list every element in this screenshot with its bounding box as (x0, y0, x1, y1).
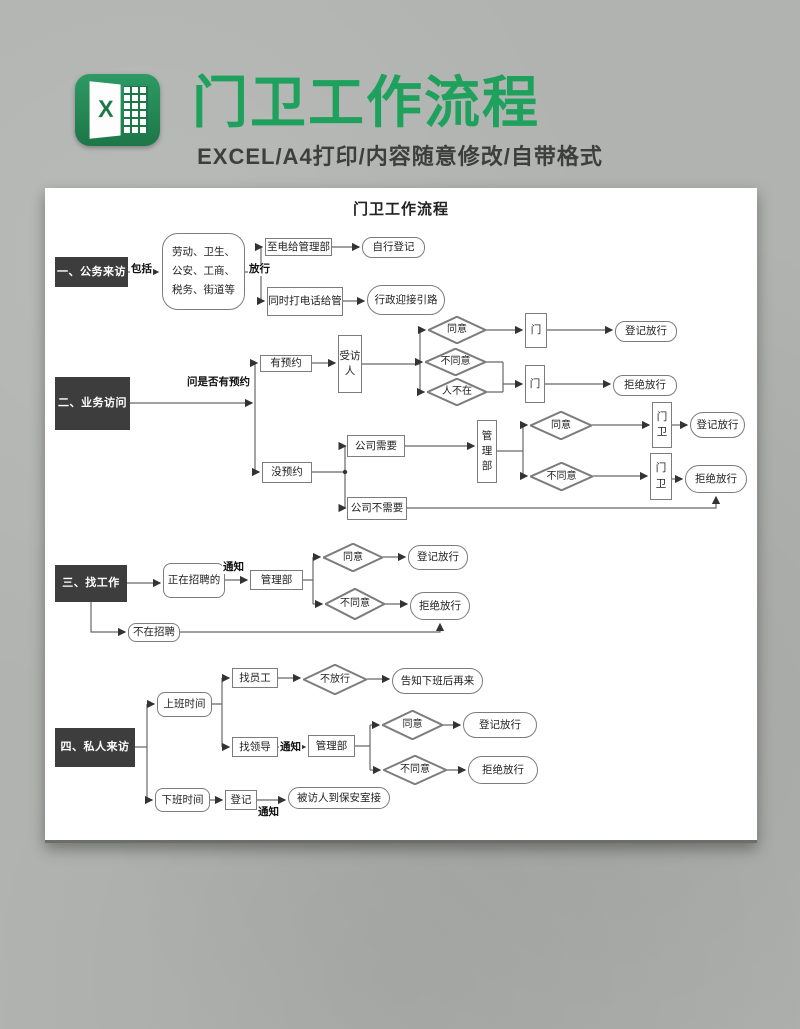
terminal-register-pass-1: 登记放行 (615, 321, 677, 342)
section3-header: 三、找工作 (55, 565, 127, 602)
decision-label: 同意 (343, 551, 363, 563)
node-seek-employee: 找员工 (232, 668, 278, 688)
decision-label: 不同意 (400, 764, 430, 776)
terminal-deny-pass-3: 拒绝放行 (410, 592, 470, 620)
decision-agree-2: 同意 (530, 411, 592, 440)
node-company-needs: 公司需要 (347, 435, 405, 457)
diamond-shape (325, 588, 385, 620)
node-call-management: 至电给管理部 (265, 238, 332, 256)
node-management-dept-3: 管理部 (250, 570, 303, 590)
flowchart-title: 门卫工作流程 (352, 201, 449, 218)
node-departments: 劳动、卫生、公安、工商、税务、街道等 (162, 233, 245, 310)
excel-icon: X (75, 74, 160, 146)
node-register: 登记 (225, 790, 257, 810)
diamond-shape (425, 348, 486, 376)
decision-agree-4: 同意 (382, 710, 443, 740)
node-management-dept-vertical: 管理部 (477, 420, 497, 483)
terminal-self-register: 自行登记 (362, 237, 425, 258)
node-interviewee: 受访人 (338, 335, 362, 393)
decision-label: 同意 (447, 324, 467, 336)
excel-grid-icon (124, 86, 148, 133)
node-gate-2: 门 (525, 365, 545, 403)
node-off-hours: 下班时间 (155, 788, 210, 812)
decision-disagree-3: 不同意 (325, 588, 385, 620)
node-gate-1: 门 (525, 313, 547, 348)
terminal-register-pass-4: 登记放行 (463, 712, 537, 738)
node-gatekeeper-1: 门卫 (652, 402, 672, 448)
decision-label: 同意 (551, 419, 571, 431)
decision-agree-3: 同意 (323, 543, 383, 572)
decision-label: 不放行 (320, 673, 350, 685)
diamond-shape (323, 543, 383, 572)
node-gatekeeper-2: 门卫 (650, 453, 672, 500)
terminal-deny-pass-1: 拒绝放行 (613, 375, 677, 396)
decision-no-pass: 不放行 (303, 664, 367, 695)
decision-label: 不同意 (546, 470, 577, 482)
node-seek-leader: 找领导 (232, 737, 278, 757)
label-include: 包括 (130, 263, 153, 276)
terminal-deny-pass-4: 拒绝放行 (468, 756, 538, 784)
page-title: 门卫工作流程 (192, 71, 540, 134)
node-company-no-need: 公司不需要 (347, 497, 407, 520)
terminal-admin-guide: 行政迎接引路 (367, 285, 445, 315)
diamond-shape (427, 378, 487, 406)
terminal-register-pass-2: 登记放行 (690, 412, 745, 438)
label-ask-appointment: 问是否有预约 (186, 376, 251, 389)
terminal-register-pass-3: 登记放行 (408, 545, 468, 570)
section1-header: 一、公务来访 (55, 257, 128, 287)
terminal-come-back-later: 告知下班后再来 (392, 668, 483, 694)
node-not-hiring: 不在招聘 (128, 623, 180, 642)
label-pass: 放行 (248, 263, 271, 276)
decision-label: 不同意 (440, 356, 471, 368)
flowchart-canvas: 门卫工作流程 一、公务来访 包括 劳动、卫生、公安、工商、税务、街道等 放行 至… (45, 188, 757, 843)
label-notify-2: 通知 (279, 741, 302, 754)
diamond-shape (382, 710, 443, 740)
decision-disagree-2: 不同意 (530, 462, 593, 491)
node-work-hours: 上班时间 (157, 692, 212, 717)
node-has-appointment: 有预约 (260, 355, 312, 372)
decision-label: 不同意 (340, 598, 370, 610)
decision-disagree-1: 不同意 (425, 348, 486, 376)
node-no-appointment: 没预约 (262, 462, 312, 483)
node-call-at-same-time: 同时打电话给管 (267, 287, 343, 316)
diamond-shape (428, 316, 486, 344)
terminal-visitee-to-security-room: 被访人到保安室接 (288, 787, 390, 809)
decision-label: 人不在 (442, 386, 472, 398)
node-hiring: 正在招聘的 (163, 563, 225, 598)
diamond-shape (383, 755, 447, 785)
page-subtitle: EXCEL/A4打印/内容随意修改/自带格式 (197, 144, 603, 169)
decision-absent: 人不在 (427, 378, 487, 406)
label-notify-3: 通知 (257, 806, 280, 819)
section4-header: 四、私人来访 (55, 728, 135, 767)
diamond-shape (303, 664, 367, 695)
decision-agree-1: 同意 (428, 316, 486, 344)
decision-label: 同意 (402, 719, 423, 731)
decision-disagree-4: 不同意 (383, 755, 447, 785)
excel-page-icon: X (89, 81, 121, 139)
diamond-shape (530, 411, 592, 440)
label-notify-1: 通知 (222, 561, 245, 574)
diamond-shape (530, 462, 593, 491)
terminal-deny-pass-2: 拒绝放行 (685, 465, 747, 493)
section2-header: 二、业务访问 (55, 377, 130, 430)
node-management-dept-4: 管理部 (308, 735, 355, 757)
